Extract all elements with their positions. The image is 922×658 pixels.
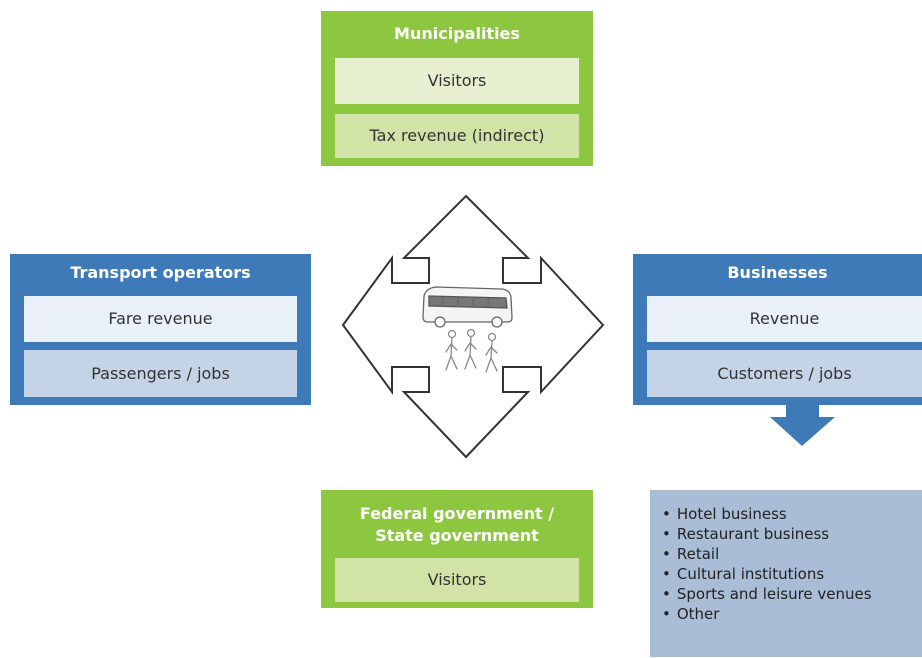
list-item: • Cultural institutions [662,564,922,584]
transport-operators-title: Transport operators [70,263,251,282]
transport-row-fare-revenue: Fare revenue [24,296,297,342]
bus-icon [422,286,513,328]
business-types-list: • Hotel business • Restaurant business • Re… [650,490,922,657]
federal-government-title: Federal government / State government [321,503,593,547]
businesses-row-revenue: Revenue [647,296,922,342]
bullet-icon: • [662,525,671,543]
municipalities-row-tax-revenue: Tax revenue (indirect) [335,114,579,158]
bullet-icon: • [662,545,671,563]
transport-row-passengers-jobs: Passengers / jobs [24,350,297,397]
down-arrow-icon [770,405,835,446]
list-item-label: Cultural institutions [676,565,825,583]
transport-operators-box: Transport operators Fare revenue Passeng… [10,254,311,405]
businesses-row-customers-jobs: Customers / jobs [647,350,922,397]
list-item: • Retail [662,544,922,564]
bullet-icon: • [662,605,671,623]
list-item: • Sports and leisure venues [662,584,922,604]
bullet-icon: • [662,565,671,583]
municipalities-box: Municipalities Visitors Tax revenue (ind… [321,11,593,166]
municipalities-row-visitors: Visitors [335,58,579,104]
list-item-label: Restaurant business [676,525,830,543]
list-item: • Other [662,604,922,624]
federal-government-title-line1: Federal government / [359,504,555,523]
businesses-box: Businesses Revenue Customers / jobs [633,254,922,405]
walking-people-icon [445,328,498,373]
municipalities-title: Municipalities [394,24,520,43]
four-way-arrow-icon [341,194,605,459]
businesses-title: Businesses [727,263,828,282]
list-item-label: Hotel business [676,505,787,523]
list-item: • Hotel business [662,504,922,524]
list-item-label: Retail [676,545,720,563]
federal-government-box: Federal government / State government Vi… [321,490,593,608]
federal-row-visitors: Visitors [335,558,579,602]
federal-government-title-line2: State government [375,526,539,545]
list-item: • Restaurant business [662,524,922,544]
list-item-label: Sports and leisure venues [676,585,872,603]
bullet-icon: • [662,585,671,603]
bullet-icon: • [662,505,671,523]
list-item-label: Other [676,605,720,623]
